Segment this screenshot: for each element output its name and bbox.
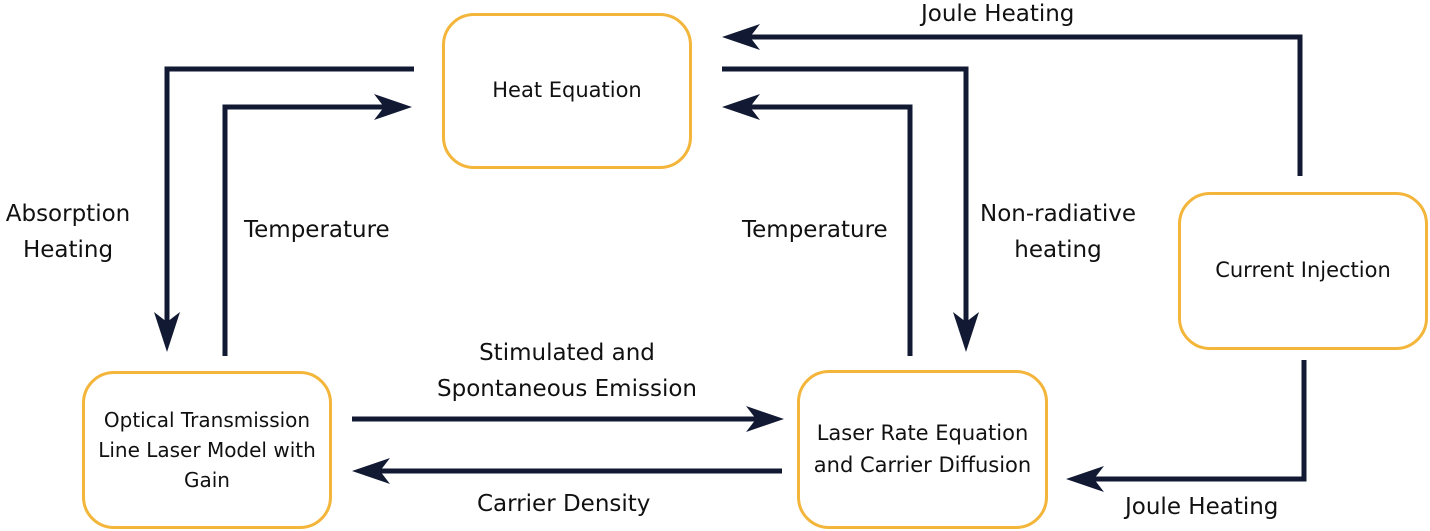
label-joule-heating-bottom: Joule Heating: [1125, 494, 1279, 520]
node-current-injection: Current Injection: [1178, 192, 1428, 350]
arrowhead-nonrad: [953, 312, 979, 352]
arrow-temp-right: [745, 104, 913, 356]
arrowhead-carrier: [352, 458, 390, 484]
label-absorption-heating: Absorption Heating: [5, 201, 131, 263]
node-optical-model-label: Optical Transmission Line Laser Model wi…: [98, 408, 316, 492]
label-joule-heating-top: Joule Heating: [921, 1, 1075, 27]
node-laser-rate-equation: Laser Rate Equation and Carrier Diffusio…: [797, 370, 1048, 529]
node-laser-rate-equation-label: Laser Rate Equation and Carrier Diffusio…: [813, 421, 1032, 477]
label-temperature-left: Temperature: [244, 217, 390, 243]
arrow-absorption: [164, 66, 414, 328]
node-optical-model: Optical Transmission Line Laser Model wi…: [82, 371, 332, 529]
arrow-joule-top: [745, 34, 1303, 176]
arrowhead-joule-top: [722, 24, 760, 50]
arrowhead-emission: [746, 406, 784, 432]
arrowhead-temp-right: [722, 94, 760, 120]
arrowhead-temp-left: [374, 94, 412, 120]
arrowhead-absorption: [154, 312, 180, 352]
node-current-injection-label: Current Injection: [1215, 258, 1391, 283]
label-emission: Stimulated and Spontaneous Emission: [437, 340, 697, 402]
node-heat-equation-label: Heat Equation: [492, 78, 642, 103]
arrow-temp-left: [222, 104, 390, 356]
label-carrier-density: Carrier Density: [477, 491, 651, 517]
arrow-joule-bottom: [1090, 360, 1307, 482]
arrow-nonrad: [722, 66, 969, 328]
node-heat-equation: Heat Equation: [442, 13, 692, 169]
label-temperature-right: Temperature: [742, 217, 888, 243]
label-non-radiative-heating: Non-radiative heating: [980, 201, 1136, 263]
arrowhead-joule-bottom: [1066, 466, 1104, 492]
